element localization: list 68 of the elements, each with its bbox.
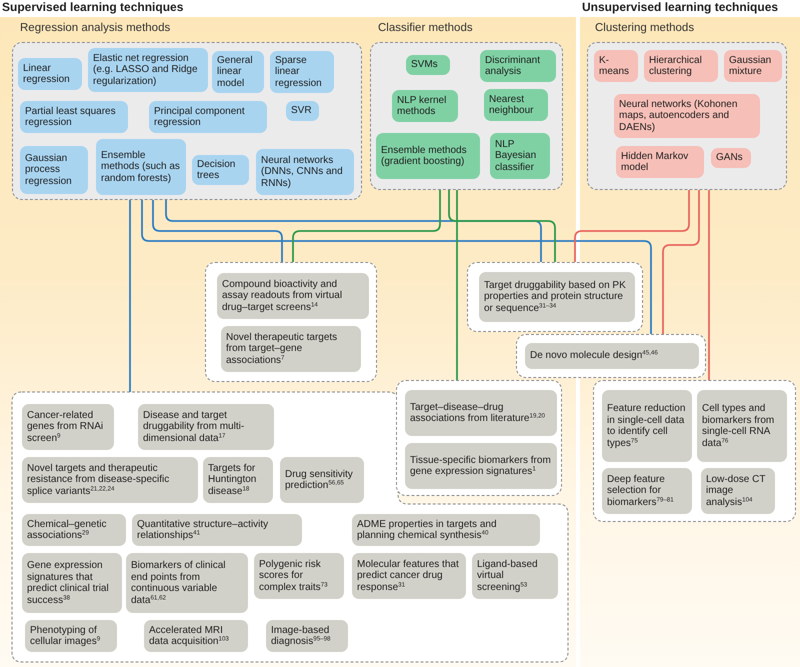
connector-line — [662, 190, 700, 334]
connector-line — [141, 200, 652, 334]
method-box: Discriminant analysis — [480, 50, 556, 82]
application-box: Molecular features that predict cancer drug response$^{31}$ — [352, 553, 466, 599]
method-box: General linear model — [212, 51, 264, 93]
application-box: Disease and target druggability from multi-dimensional data$^{17}$ — [138, 404, 274, 450]
application-box: Gene expression signatures that predict clinical trial success$^{38}$ — [22, 553, 122, 613]
output-group-frame — [396, 380, 562, 496]
method-box: SVR — [286, 101, 319, 121]
connector-line — [129, 200, 131, 392]
connector-line — [292, 190, 441, 262]
application-box: Cancer-related genes from RNAi screen$^{9}$ — [22, 404, 114, 450]
method-box: NLP kernel methods — [392, 90, 458, 122]
output-group-frame — [467, 262, 643, 332]
application-box: Target druggability based on PK properties and protein structure or sequence$^{31–34}$ — [479, 272, 635, 322]
method-box: Gaussian process regression — [20, 146, 88, 194]
application-box: Polygenic risk scores for complex traits$^{73}$ — [254, 553, 344, 599]
panel-heading: Unsupervised learning techniques — [582, 0, 778, 14]
application-box: Novel therapeutic targets from target–gene associations$^{7}$ — [221, 326, 361, 372]
connector-line — [152, 200, 283, 262]
application-box: Quantitative structure–activity relationships$^{41}$ — [132, 514, 302, 546]
application-box: Image-based diagnosis$^{95–98}$ — [266, 620, 348, 652]
application-box: ADME properties in targets and planning chemical synthesis$^{40}$ — [352, 514, 540, 546]
application-box: Compound bioactivity and assay readouts from virtual drug–target screens$^{14}$ — [217, 273, 369, 319]
application-box: Feature reduction in single-cell data to identify cell types$^{75}$ — [602, 390, 692, 462]
method-box: Gaussian mixture — [724, 50, 782, 82]
method-box: Ensemble methods (such as random forests) — [96, 139, 186, 195]
application-box: Target–disease–drug associations from literature$^{19,20}$ — [405, 390, 557, 436]
application-box: Ligand-based virtual screening$^{53}$ — [472, 553, 558, 599]
application-box: Targets for Huntington disease$^{18}$ — [203, 457, 273, 503]
connector-line — [456, 190, 458, 380]
method-box: Linear regression — [18, 58, 82, 90]
application-box: Accelerated MRI data acquisition$^{103}$ — [144, 620, 248, 652]
application-box: De novo molecule design$^{45,46}$ — [525, 343, 699, 369]
method-box: SVMs — [406, 55, 450, 75]
application-box: Novel targets and therapeutic resistance from disease-specific splice variants$^{21,22,24}$ — [22, 457, 198, 503]
method-box: Neural networks (DNNs, CNNs and RNNs) — [256, 149, 354, 195]
output-group-frame — [593, 380, 796, 522]
output-group-frame — [205, 262, 377, 382]
application-box: Low-dose CT image analysis$^{104}$ — [701, 468, 775, 514]
output-group-frame — [516, 334, 706, 378]
method-box: Principal component regression — [149, 101, 267, 133]
application-box: Phenotyping of cellular images$^{9}$ — [25, 620, 117, 652]
method-box: Elastic net regression (e.g. LASSO and Ridge regularization) — [88, 48, 208, 92]
application-box: Drug sensitivity prediction$^{56,65}$ — [280, 457, 364, 503]
group-heading: Regression analysis methods — [20, 22, 170, 34]
panel-heading: Supervised learning techniques — [2, 0, 184, 14]
method-box: Ensemble methods (gradient boosting) — [376, 133, 480, 179]
group-heading: Clustering methods — [595, 22, 694, 34]
method-box: Neural networks (Kohonen maps, autoencoders and DAENs) — [614, 94, 760, 138]
application-box: Chemical–genetic associations$^{29}$ — [22, 514, 126, 546]
method-box: Sparse linear regression — [270, 51, 334, 93]
method-box: Hidden Markov model — [616, 146, 704, 178]
application-box: Tissue-specific biomarkers from gene expression signatures$^{1}$ — [405, 443, 557, 489]
method-box: NLP Bayesian classifier — [490, 133, 550, 179]
method-box: Partial least squares regression — [20, 101, 128, 133]
method-box: Nearest neighbour — [484, 89, 548, 121]
application-box: Biomarkers of clinical end points from continuous variable data$^{61,62}$ — [126, 553, 248, 613]
application-box: Cell types and biomarkers from single-cell RNA data$^{76}$ — [697, 390, 787, 462]
method-box: Decision trees — [192, 155, 249, 185]
group-heading: Classifier methods — [378, 22, 473, 34]
connector-line — [708, 190, 710, 380]
application-box: Deep feature selection for biomarkers$^{79–81}$ — [602, 468, 692, 514]
method-box: GANs — [711, 148, 751, 168]
method-box: Hierarchical clustering — [644, 50, 718, 82]
connector-line — [574, 190, 690, 262]
method-box: K-means — [594, 50, 638, 82]
connector-line — [448, 190, 556, 262]
